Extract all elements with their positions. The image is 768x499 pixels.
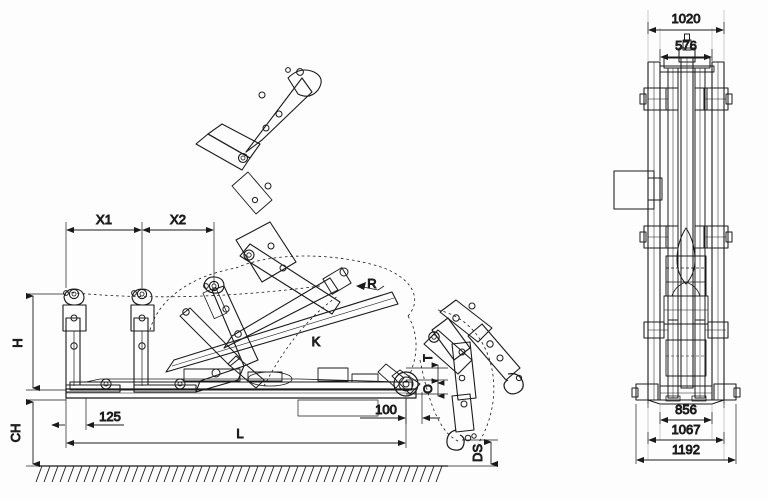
dimension-label-ds: DS: [470, 444, 485, 462]
dimension-ds: [448, 438, 499, 468]
dimension-label-x1: X1: [96, 212, 112, 227]
side-bracket-box: [613, 170, 663, 210]
cross-member-band-1: [639, 87, 733, 111]
side-elevation-view: [35, 67, 524, 483]
dimension-r-leader: [356, 282, 385, 291]
fork-arm-position-2: [130, 288, 197, 393]
dimension-x1: [65, 222, 143, 288]
dimension-576: [659, 49, 713, 61]
dimension-label-t: T: [421, 354, 435, 362]
ground-hatching: [35, 465, 448, 483]
dimension-label-1067: 1067: [672, 422, 701, 437]
dimension-o: [406, 378, 448, 399]
dimension-label-l: L: [236, 426, 243, 441]
cross-member-band-2: [639, 225, 733, 249]
dimension-label-x2: X2: [170, 212, 186, 227]
dimension-1067: [647, 432, 725, 444]
dimension-label-ch: CH: [8, 424, 23, 443]
dimension-100: [360, 392, 440, 424]
dimension-label-r: R: [367, 276, 376, 291]
dimension-label-k: K: [312, 334, 321, 349]
dimension-label-h: H: [10, 338, 25, 347]
dimension-label-1192: 1192: [672, 442, 700, 457]
bottom-roller-assembly: [631, 383, 741, 408]
dimension-label-576: 576: [675, 38, 697, 53]
dimension-125: [51, 398, 124, 430]
dimension-label-1020: 1020: [672, 11, 701, 26]
dimension-x2: [142, 222, 215, 284]
dimension-1020: [647, 22, 725, 34]
rear-pivot-hub: [377, 363, 421, 397]
plan-top-view: [613, 10, 741, 460]
side-view-dimensions: X1 X2 H CH 125: [8, 212, 499, 468]
dimension-label-856: 856: [675, 402, 697, 417]
hydraulic-cylinders: [179, 267, 352, 389]
dimension-856: [659, 412, 713, 424]
rear-swing-arm-lowered: [431, 317, 477, 451]
dimension-h: [25, 292, 66, 392]
plan-view-dimensions: 1020 576 856 1067 1192: [635, 11, 737, 464]
main-boom-arm: [165, 67, 399, 373]
dimension-label-125: 125: [99, 409, 121, 424]
dimension-label-100: 100: [375, 402, 397, 417]
fork-arm-position-1: [62, 288, 121, 393]
chassis-base-frame: [65, 367, 417, 417]
dimension-label-o: O: [421, 384, 435, 393]
centre-leaf-plate: [671, 227, 701, 297]
dimension-1192: [635, 404, 737, 464]
dimension-ch: [25, 398, 66, 468]
